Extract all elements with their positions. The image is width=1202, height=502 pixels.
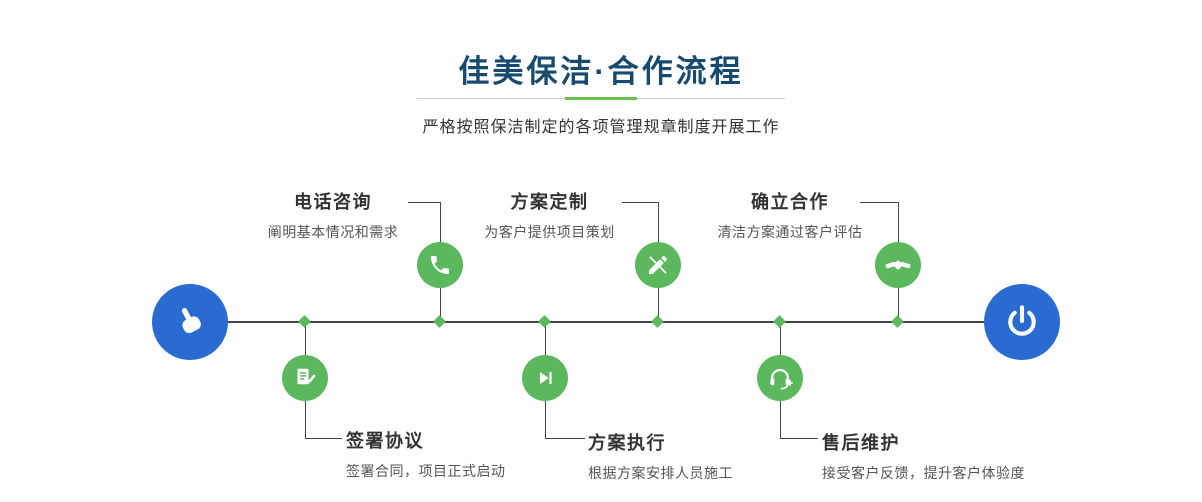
step-desc: 阐明基本情况和需求 xyxy=(267,224,399,240)
timeline-diamond xyxy=(538,315,551,328)
step-desc: 签署合同，项目正式启动 xyxy=(346,463,506,479)
connector-line xyxy=(658,202,659,242)
step-title: 售后维护 xyxy=(822,433,900,453)
connector-line xyxy=(408,202,441,203)
step-circle-plan-execute xyxy=(522,355,568,401)
step-label-establish-cooperation: 确立合作 清洁方案通过客户评估 xyxy=(700,188,880,242)
handshake-icon xyxy=(885,260,911,270)
step-label-sign-agreement: 签署协议 签署合同，项目正式启动 xyxy=(346,427,506,481)
timeline-diamond xyxy=(773,315,786,328)
step-label-aftersales: 售后维护 接受客户反馈，提升客户体验度 xyxy=(822,429,1025,483)
connector-line xyxy=(545,438,585,439)
step-circle-phone-consult xyxy=(417,242,463,288)
timeline-diamond xyxy=(433,315,446,328)
connector-line xyxy=(545,322,546,355)
step-label-phone-consult: 电话咨询 阐明基本情况和需求 xyxy=(248,188,418,242)
connector-line xyxy=(780,401,781,439)
contract-icon xyxy=(297,368,316,385)
title-divider xyxy=(417,97,785,101)
step-desc: 为客户提供项目策划 xyxy=(484,224,615,240)
step-circle-aftersales xyxy=(757,355,803,401)
connector-line xyxy=(305,322,306,355)
step-label-plan-execute: 方案执行 根据方案安排人员施工 xyxy=(588,429,733,483)
page-title: 佳美保洁·合作流程 xyxy=(458,54,744,89)
connector-line xyxy=(440,288,441,322)
step-title: 电话咨询 xyxy=(294,192,372,212)
connector-line xyxy=(440,202,441,242)
connector-line xyxy=(780,322,781,355)
timeline-diamond xyxy=(651,315,664,328)
step-title: 方案定制 xyxy=(510,192,589,212)
divider-accent-segment xyxy=(565,97,637,100)
connector-line xyxy=(622,202,659,203)
step-circle-sign-agreement xyxy=(282,355,328,401)
play-icon xyxy=(539,372,552,384)
step-label-plan-customize: 方案定制 为客户提供项目策划 xyxy=(462,188,637,242)
connector-line xyxy=(305,438,342,439)
step-desc: 清洁方案通过客户评估 xyxy=(717,224,863,240)
step-circle-plan-customize xyxy=(635,242,681,288)
power-icon xyxy=(1008,305,1036,336)
timeline-diamond xyxy=(891,315,904,328)
end-node xyxy=(984,284,1060,360)
page-subtitle: 严格按照保洁制定的各项管理规章制度开展工作 xyxy=(422,119,780,136)
headset-icon xyxy=(770,368,793,390)
start-node xyxy=(152,284,228,360)
step-title: 签署协议 xyxy=(346,431,424,451)
phone-icon xyxy=(431,256,449,274)
connector-line xyxy=(305,401,306,439)
step-title: 确立合作 xyxy=(751,192,829,212)
connector-line xyxy=(545,401,546,439)
connector-line xyxy=(658,288,659,322)
timeline-line xyxy=(190,321,1022,323)
step-desc: 接受客户反馈，提升客户体验度 xyxy=(822,465,1025,481)
connector-line xyxy=(898,202,899,242)
connector-line xyxy=(780,438,818,439)
connector-line xyxy=(860,202,899,203)
step-desc: 根据方案安排人员施工 xyxy=(588,465,733,481)
connector-line xyxy=(898,288,899,322)
hand-pointer-icon xyxy=(181,308,201,334)
pencil-icon xyxy=(649,255,668,274)
timeline-diamond xyxy=(298,315,311,328)
step-title: 方案执行 xyxy=(588,433,666,453)
step-circle-establish-cooperation xyxy=(875,242,921,288)
